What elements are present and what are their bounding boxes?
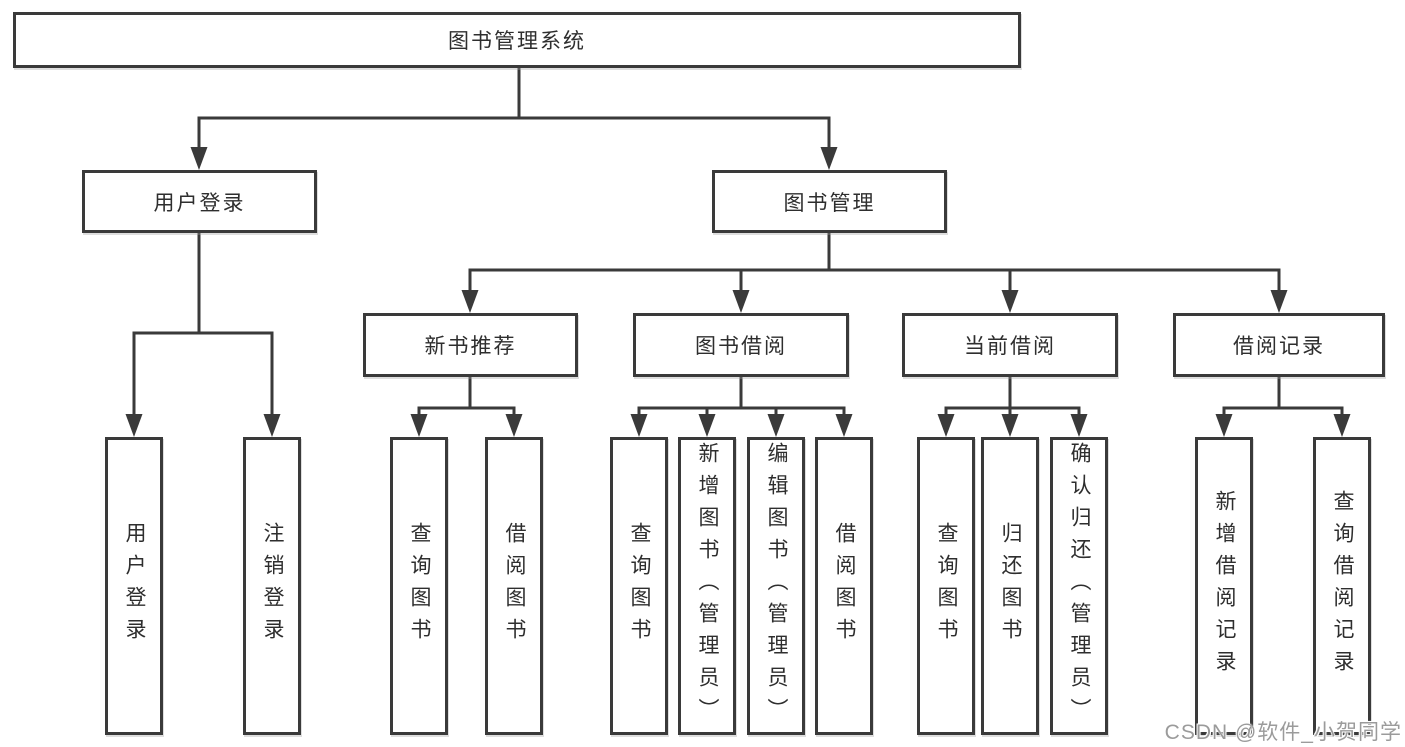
arrow-down-icon [1001, 290, 1019, 313]
arrow-down-icon [835, 414, 853, 437]
node-root: 图书管理系统 [13, 12, 1021, 68]
leaf-user-login: 用户登录 [105, 437, 163, 735]
connector-userlogin-span [132, 331, 274, 420]
connector-bookmgmt-span [468, 268, 1281, 295]
leaf-borrow-books: 借阅图书 [815, 437, 873, 735]
node-current-borrow: 当前借阅 [902, 313, 1118, 377]
leaf-query-books-current: 查询图书 [917, 437, 975, 735]
arrow-down-icon [263, 414, 281, 437]
arrow-down-icon [1333, 414, 1351, 437]
arrow-down-icon [698, 414, 716, 437]
arrow-down-icon [1215, 414, 1233, 437]
arrow-down-icon [820, 147, 838, 170]
node-new-book-recommend: 新书推荐 [363, 313, 578, 377]
connector-records-span [1222, 406, 1344, 420]
watermark: CSDN @软件_小贺同学 [1164, 721, 1402, 744]
leaf-logout: 注销登录 [243, 437, 301, 735]
leaf-edit-book-admin: 编辑图书（管理员） [747, 437, 805, 735]
leaf-query-borrow-record: 查询借阅记录 [1313, 437, 1371, 735]
leaf-return-books: 归还图书 [981, 437, 1039, 735]
connector-borrow-span [637, 406, 846, 420]
connector-recommend-span [417, 406, 516, 420]
arrow-down-icon [767, 414, 785, 437]
arrow-down-icon [410, 414, 428, 437]
leaf-add-book-admin: 新增图书（管理员） [678, 437, 736, 735]
node-user-login: 用户登录 [82, 170, 317, 233]
node-borrow-records: 借阅记录 [1173, 313, 1385, 377]
leaf-confirm-return-admin: 确认归还（管理员） [1050, 437, 1108, 735]
leaf-query-books-recommend: 查询图书 [390, 437, 448, 735]
arrow-down-icon [732, 290, 750, 313]
node-book-management: 图书管理 [712, 170, 947, 233]
arrow-down-icon [505, 414, 523, 437]
connector-level2-span [197, 116, 831, 152]
arrow-down-icon [1270, 290, 1288, 313]
node-book-borrow: 图书借阅 [633, 313, 849, 377]
leaf-query-books-borrow: 查询图书 [610, 437, 668, 735]
arrow-down-icon [461, 290, 479, 313]
arrow-down-icon [630, 414, 648, 437]
arrow-down-icon [1070, 414, 1088, 437]
leaf-borrow-books-recommend: 借阅图书 [485, 437, 543, 735]
leaf-add-borrow-record: 新增借阅记录 [1195, 437, 1253, 735]
arrow-down-icon [190, 147, 208, 170]
arrow-down-icon [937, 414, 955, 437]
arrow-down-icon [1001, 414, 1019, 437]
arrow-down-icon [125, 414, 143, 437]
